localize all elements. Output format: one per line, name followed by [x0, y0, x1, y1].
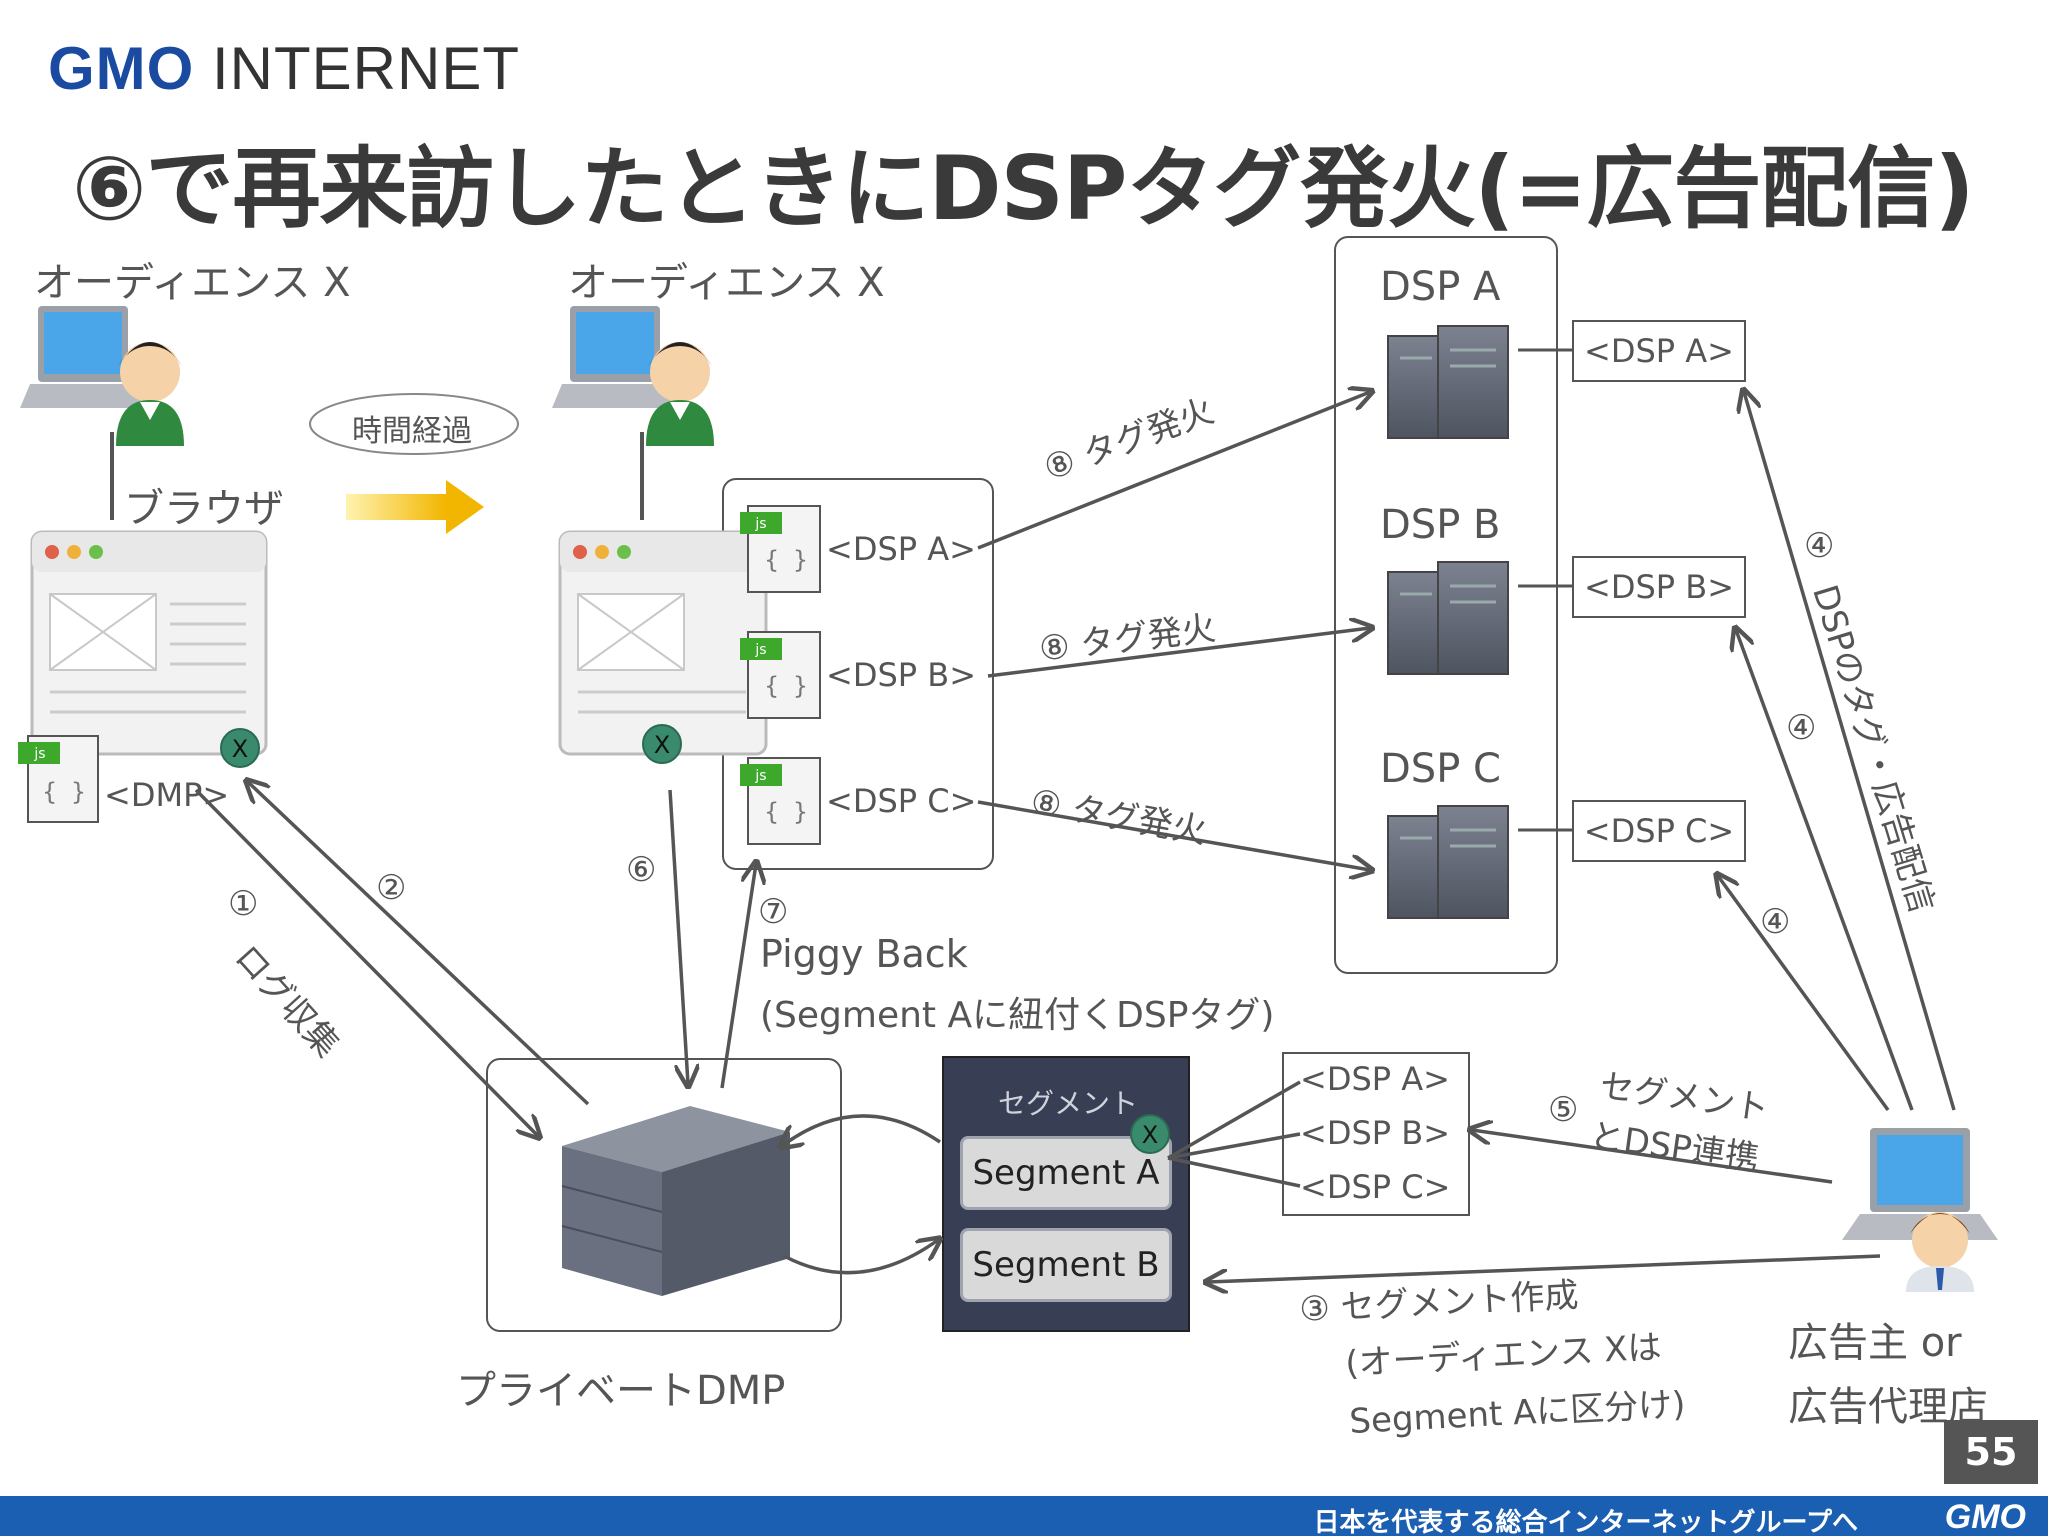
- arrow-step-5: [1472, 1130, 1833, 1184]
- dsp-c-tag-box: <DSP C>: [1572, 800, 1746, 862]
- svg-text:{ }: { }: [42, 778, 85, 806]
- slide-title: ⑥で再来訪したときにDSPタグ発火(=広告配信): [72, 137, 1975, 240]
- dsp-c-name: DSP C: [1380, 746, 1501, 792]
- tag-group-dsp-a: <DSP A>: [826, 530, 976, 568]
- tag-group-dsp-c: <DSP C>: [826, 782, 977, 820]
- arrow-step-6: [668, 789, 688, 1084]
- segment-tag-dsp-c: <DSP C>: [1300, 1168, 1451, 1206]
- advertiser-person-icon: [1906, 1212, 1974, 1292]
- link-segment-a-dsp-b: [1167, 1132, 1301, 1160]
- arrow-step-1: [194, 788, 538, 1136]
- left-x-badge-icon: X: [220, 728, 260, 768]
- step-1-number: ①: [228, 884, 259, 924]
- arrow-dmp-to-segment: [783, 1240, 938, 1275]
- dmp-tag-label: <DMP>: [104, 776, 230, 814]
- right-browser-window: [558, 530, 768, 756]
- dsp-a-js-file-icon: js { }: [740, 505, 821, 593]
- right-audience-person-icon: [646, 342, 714, 446]
- segment-tag-dsp-a: <DSP A>: [1300, 1060, 1450, 1098]
- svg-text:js: js: [754, 516, 766, 532]
- dmp-js-file-icon: js { }: [18, 735, 99, 823]
- arrow-step-7: [720, 864, 756, 1089]
- arrow-step-4-dsp-b: [1736, 630, 1914, 1111]
- segment-a-button[interactable]: Segment A: [960, 1136, 1172, 1210]
- gmo-internet-logo: GMO INTERNET: [48, 34, 520, 103]
- footer-bar: [0, 1496, 2048, 1536]
- svg-text:js: js: [33, 746, 45, 762]
- svg-text:X: X: [1142, 1121, 1158, 1149]
- private-dmp-label: プライベートDMP: [456, 1368, 786, 1414]
- segment-dsp-tag-list: [1282, 1052, 1470, 1216]
- right-audience-label: オーディエンス X: [568, 260, 885, 306]
- browser-label: ブラウザ: [124, 486, 284, 532]
- arrow-segment-to-dmp: [782, 1114, 941, 1146]
- advertiser-line1: 広告主 or: [1788, 1320, 1962, 1366]
- svg-text:js: js: [754, 642, 766, 658]
- svg-text:X: X: [654, 731, 670, 759]
- footer-tagline: 日本を代表する総合インターネットグループへ: [1313, 1508, 1858, 1538]
- dsp-a-tag-box: <DSP A>: [1572, 320, 1746, 382]
- dsp-b-js-file-icon: js { }: [740, 631, 821, 719]
- arrow-fire-dsp-c: [977, 800, 1370, 870]
- logo-gmo-text: GMO: [48, 35, 195, 102]
- left-browser-window: [30, 530, 268, 756]
- step-7-number: ⑦: [758, 892, 789, 932]
- logo-internet-text: INTERNET: [212, 35, 520, 102]
- left-audience-person-icon: [116, 342, 184, 446]
- left-audience-label: オーディエンス X: [34, 260, 351, 306]
- right-audience-laptop-icon: [552, 306, 688, 408]
- svg-text:{ }: { }: [764, 672, 807, 700]
- segment-b-button[interactable]: Segment B: [960, 1228, 1172, 1302]
- time-transition-arrow: [346, 480, 484, 534]
- advertiser-laptop-icon: [1842, 1128, 1998, 1240]
- link-segment-a-dsp-c: [1167, 1156, 1301, 1188]
- dsp-c-server-icon: [1387, 805, 1509, 919]
- segment-a-x-badge-icon: X: [1130, 1114, 1170, 1154]
- dsp-c-js-file-icon: js { }: [740, 757, 821, 845]
- arrow-fire-dsp-a: [977, 392, 1370, 550]
- step-6-number: ⑥: [626, 850, 657, 890]
- step-4-number-top: ④: [1804, 526, 1835, 566]
- svg-text:js: js: [754, 768, 766, 784]
- dsp-b-tag-box: <DSP B>: [1572, 556, 1746, 618]
- step-5-number: ⑤: [1548, 1090, 1579, 1130]
- arrow-step-3: [1208, 1254, 1881, 1282]
- footer-gmo-logo: GMO: [1944, 1498, 2026, 1536]
- segment-tag-dsp-b: <DSP B>: [1300, 1114, 1450, 1152]
- step-2-number: ②: [376, 868, 407, 908]
- arrow-step-4-dsp-c: [1718, 876, 1890, 1112]
- dsp-a-name: DSP A: [1380, 264, 1501, 310]
- dsp-b-name: DSP B: [1380, 502, 1501, 548]
- segment-panel-header: セグメント: [998, 1087, 1139, 1120]
- arrow-step-2: [248, 782, 590, 1106]
- private-dmp-server-icon: [561, 1106, 790, 1296]
- tag-group-dsp-b: <DSP B>: [826, 656, 976, 694]
- step-4-number-mid: ④: [1786, 708, 1817, 748]
- piggy-back-line1: Piggy Back: [760, 932, 968, 976]
- piggy-back-line2: (Segment Aに紐付くDSPタグ): [760, 995, 1275, 1036]
- arrow-step-4-dsp-a: [1744, 392, 1956, 1111]
- left-audience-laptop-icon: [20, 306, 156, 408]
- dsp-a-server-icon: [1387, 325, 1509, 439]
- time-elapsed-bubble: [309, 393, 519, 455]
- step-4-number-low: ④: [1760, 902, 1791, 942]
- time-elapsed-label: 時間経過: [352, 414, 472, 449]
- arrow-fire-dsp-b: [987, 628, 1370, 678]
- svg-text:{ }: { }: [764, 546, 807, 574]
- link-segment-a-dsp-a: [1167, 1080, 1301, 1160]
- svg-text:{ }: { }: [764, 798, 807, 826]
- dsp-b-server-icon: [1387, 561, 1509, 675]
- svg-text:X: X: [232, 735, 248, 763]
- page-number: 55: [1944, 1420, 2038, 1484]
- right-x-badge-icon: X: [642, 724, 682, 764]
